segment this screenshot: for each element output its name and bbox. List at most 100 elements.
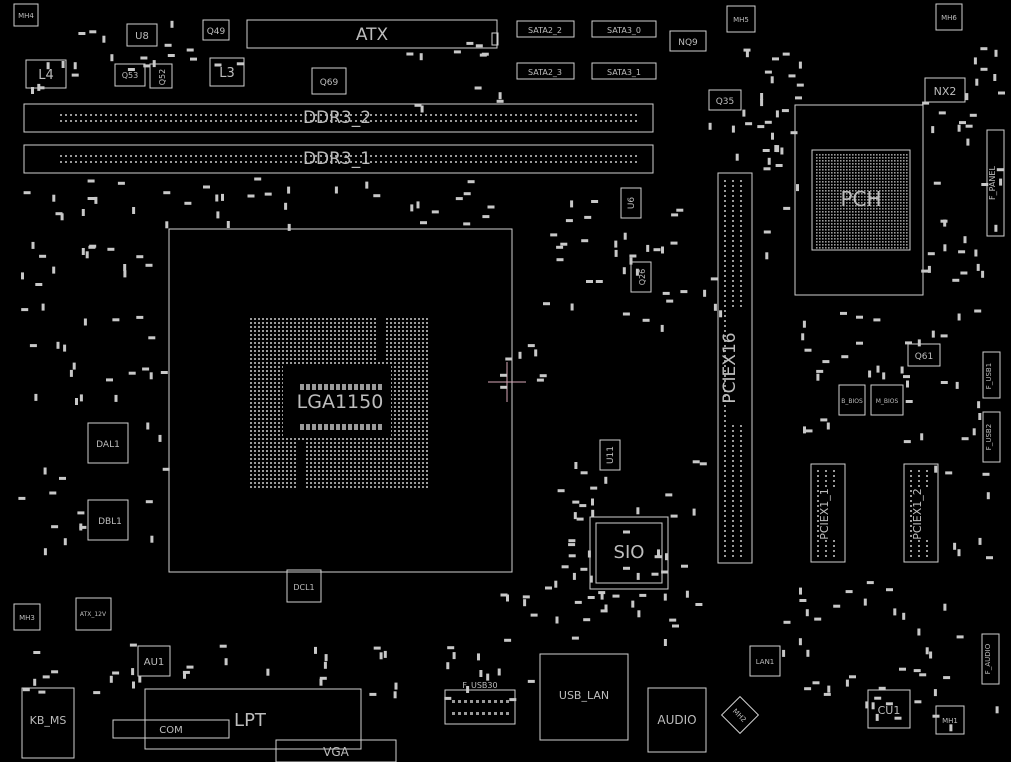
svg-text:KB_MS: KB_MS	[30, 714, 67, 727]
svg-text:U6: U6	[627, 197, 637, 210]
connector-f-audio[interactable]: F_AUDIO	[981, 633, 1000, 685]
svg-text:F_AUDIO: F_AUDIO	[984, 643, 992, 674]
chip-u8[interactable]: U8	[126, 23, 158, 47]
crosshair-cursor-icon	[488, 362, 526, 402]
inductor-l4[interactable]: L4	[25, 59, 67, 89]
svg-text:Q52: Q52	[158, 69, 167, 85]
svg-text:DBL1: DBL1	[98, 517, 122, 527]
chip-au1[interactable]: AU1	[137, 645, 171, 677]
sata-port-sata3-0[interactable]: SATA3_0	[591, 20, 657, 38]
svg-text:LGA1150: LGA1150	[297, 391, 384, 413]
component-nq9[interactable]: NQ9	[669, 30, 707, 52]
transistor-q61[interactable]: Q61	[907, 343, 941, 367]
svg-text:F_USB1: F_USB1	[985, 363, 993, 389]
mounting-hole-mh3[interactable]: MH3	[13, 603, 41, 631]
chip-u6[interactable]: U6	[620, 187, 642, 219]
svg-text:MH2: MH2	[731, 707, 748, 724]
svg-text:NQ9: NQ9	[678, 38, 698, 48]
svg-text:Q53: Q53	[122, 71, 138, 80]
svg-text:ATX_12V: ATX_12V	[80, 611, 107, 618]
port-vga[interactable]: VGA	[275, 739, 397, 762]
svg-text:Q26: Q26	[638, 269, 647, 285]
chip-m-bios[interactable]: M_BIOS	[870, 384, 904, 416]
inductor-dcl1[interactable]: DCL1	[286, 569, 322, 603]
mounting-hole-mh6[interactable]: MH6	[935, 3, 963, 31]
svg-text:U11: U11	[606, 446, 616, 464]
port-com[interactable]: COM	[112, 719, 230, 739]
svg-text:DAL1: DAL1	[96, 440, 120, 450]
mounting-hole-mh5[interactable]: MH5	[726, 5, 756, 33]
connector-f-usb30[interactable]: F_USB30	[444, 681, 516, 725]
svg-text:F_PANEL: F_PANEL	[988, 166, 997, 200]
svg-text:SATA3_1: SATA3_1	[607, 68, 641, 77]
svg-text:U8: U8	[135, 31, 149, 42]
chip-cu1[interactable]: CU1	[867, 689, 911, 729]
chipset-pch[interactable]: PCH	[794, 104, 924, 296]
svg-text:MH1: MH1	[942, 717, 958, 725]
pcie-x1-slot-1[interactable]: PCIEX1_1	[810, 463, 846, 563]
svg-text:LAN1: LAN1	[756, 658, 775, 666]
sata-port-sata3-1[interactable]: SATA3_1	[591, 62, 657, 80]
svg-text:SATA2_2: SATA2_2	[528, 26, 562, 35]
pcie-x16-slot[interactable]: PCIEX16	[717, 172, 753, 564]
mounting-hole-mh2[interactable]: MH2	[720, 695, 760, 735]
connector-f-usb1[interactable]: F_USB1	[982, 351, 1001, 399]
svg-text:Q69: Q69	[320, 78, 339, 88]
transistor-q35[interactable]: Q35	[708, 89, 742, 111]
svg-text:SATA2_3: SATA2_3	[528, 68, 562, 77]
svg-text:ATX: ATX	[356, 25, 389, 45]
svg-text:AU1: AU1	[144, 657, 165, 668]
cpu-socket[interactable]: LGA1150	[168, 228, 513, 573]
svg-text:DDR3_1: DDR3_1	[303, 149, 371, 169]
svg-text:B_BIOS: B_BIOS	[841, 398, 863, 405]
svg-text:Q61: Q61	[915, 352, 934, 362]
svg-text:F_USB30: F_USB30	[462, 681, 497, 690]
svg-text:MH6: MH6	[941, 14, 957, 22]
svg-text:Q35: Q35	[716, 97, 735, 107]
transistor-q52[interactable]: Q52	[149, 63, 173, 89]
sata-port-sata2-2[interactable]: SATA2_2	[516, 20, 575, 38]
chip-b-bios[interactable]: B_BIOS	[838, 384, 866, 416]
svg-text:PCIEX16: PCIEX16	[720, 332, 740, 403]
passive-components	[18, 20, 1005, 732]
atx-power-connector[interactable]: ATX	[246, 19, 499, 49]
port-usb-lan[interactable]: USB_LAN	[539, 653, 629, 741]
svg-text:NX2: NX2	[934, 85, 957, 98]
svg-text:F_USB2: F_USB2	[985, 424, 993, 450]
pcie-x1-slot-2[interactable]: PCIEX1_2	[903, 463, 939, 563]
port-lpt[interactable]: LPT	[144, 688, 362, 750]
svg-text:LPT: LPT	[234, 710, 267, 731]
memory-slot-ddr3-2[interactable]: DDR3_2	[23, 103, 654, 133]
svg-text:L3: L3	[219, 66, 235, 81]
port-kb-ms[interactable]: KB_MS	[21, 687, 75, 759]
svg-text:COM: COM	[159, 725, 182, 736]
svg-text:USB_LAN: USB_LAN	[559, 689, 609, 702]
svg-text:SATA3_0: SATA3_0	[607, 26, 641, 35]
svg-text:CU1: CU1	[878, 704, 901, 717]
svg-text:PCH: PCH	[840, 187, 881, 211]
connector-f-usb2[interactable]: F_USB2	[982, 411, 1001, 463]
transistor-q49[interactable]: Q49	[202, 19, 230, 41]
transistor-q53[interactable]: Q53	[114, 63, 146, 87]
chip-lan1[interactable]: LAN1	[749, 645, 781, 677]
svg-text:MH4: MH4	[18, 12, 34, 20]
inductor-dal1[interactable]: DAL1	[87, 422, 129, 464]
svg-text:L4: L4	[38, 68, 54, 83]
svg-text:MH5: MH5	[733, 16, 749, 24]
transistor-q69[interactable]: Q69	[311, 67, 347, 95]
sata-port-sata2-3[interactable]: SATA2_3	[516, 62, 575, 80]
chip-u11[interactable]: U11	[599, 439, 621, 471]
mounting-hole-mh4[interactable]: MH4	[13, 3, 39, 27]
inductor-l3[interactable]: L3	[209, 57, 245, 87]
svg-text:DCL1: DCL1	[293, 583, 314, 592]
inductor-dbl1[interactable]: DBL1	[87, 499, 129, 541]
svg-text:DDR3_2: DDR3_2	[303, 108, 371, 128]
mounting-hole-mh1[interactable]: MH1	[935, 705, 965, 735]
chip-sio[interactable]: SIO	[589, 516, 669, 590]
port-audio[interactable]: AUDIO	[647, 687, 707, 753]
transistor-q26[interactable]: Q26	[630, 261, 652, 293]
connector-atx-12v[interactable]: ATX_12V	[75, 597, 112, 631]
component-nx2[interactable]: NX2	[924, 77, 966, 103]
memory-slot-ddr3-1[interactable]: DDR3_1	[23, 144, 654, 174]
